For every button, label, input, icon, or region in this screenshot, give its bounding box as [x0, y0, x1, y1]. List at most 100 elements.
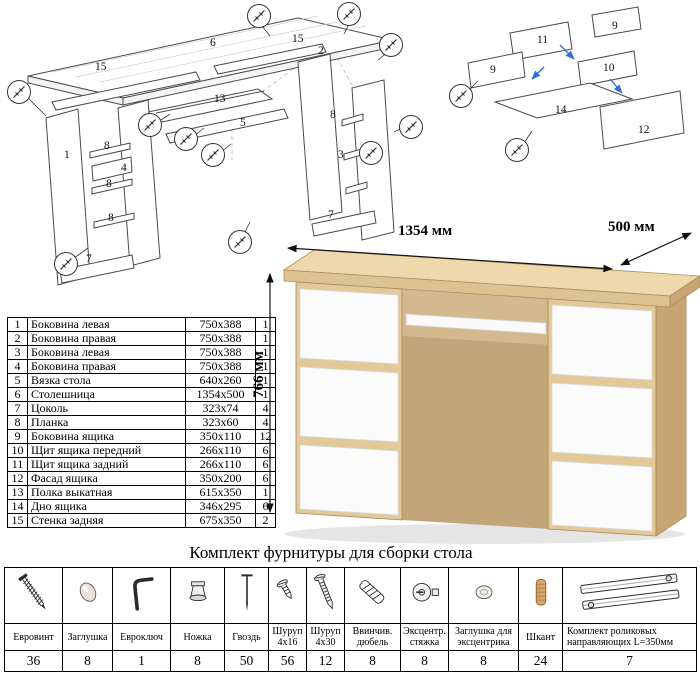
wood-dowel-icon: [525, 568, 557, 618]
hardware-name: Ножка: [170, 623, 225, 651]
parts-cell-num: 3: [7, 345, 28, 360]
desk-middle-section: [402, 289, 550, 529]
parts-cell-num: 14: [7, 499, 28, 514]
parts-cell-name: Фасад ящика: [27, 471, 186, 486]
hardware-name: Заглушка для эксцентрика: [448, 623, 519, 651]
screw-large-icon: [301, 564, 349, 622]
hardware-qty: 8: [344, 650, 401, 672]
hex-key-icon: [123, 566, 160, 619]
parts-cell-size: 350х200: [185, 471, 256, 486]
hardware-icon-cell: [4, 567, 63, 624]
parts-cell-size: 675х350: [185, 513, 256, 528]
desk-left-pedestal: [295, 281, 403, 521]
hardware-name: Гвоздь: [224, 623, 269, 651]
parts-cell-name: Боковина левая: [27, 345, 186, 360]
desk-render: 1354 мм 500 мм 766 мм: [250, 218, 700, 548]
parts-cell-name: Цоколь: [27, 401, 186, 416]
keyboard-shelf: [405, 313, 547, 335]
parts-cell-name: Планка: [27, 415, 186, 430]
hardware-icon-cell: [268, 567, 307, 624]
parts-cell-size: 1354х500: [185, 387, 256, 402]
part-number-label: 8: [108, 212, 114, 224]
parts-cell-name: Стенка задняя: [27, 513, 186, 528]
hardware-qty: 8: [400, 650, 449, 672]
part-number-label: 7: [86, 253, 92, 265]
parts-cell-num: 8: [7, 415, 28, 430]
parts-cell-size: 750х388: [185, 317, 256, 332]
part-number-label: 11: [537, 34, 549, 46]
part-number-label: 6: [210, 37, 216, 49]
cam-plug-icon: [468, 568, 500, 618]
part-number-label: 15: [95, 61, 107, 73]
hardware-name: Ввинчив. дюбель: [344, 623, 401, 651]
parts-cell-size: 266х110: [185, 443, 256, 458]
parts-cell-num: 12: [7, 471, 28, 486]
parts-cell-size: 323х74: [185, 401, 256, 416]
parts-cell-name: Боковина правая: [27, 331, 186, 346]
parts-cell-size: 350х110: [185, 429, 256, 444]
drawer-diagram-art: [448, 6, 685, 163]
parts-cell-num: 7: [7, 401, 28, 416]
desk-illustration: [266, 232, 700, 544]
hardware-icon-cell: [224, 567, 269, 624]
euro-screw-icon: [6, 563, 61, 622]
hardware-qty: 8: [62, 650, 113, 672]
hardware-name: Заглушка: [62, 623, 113, 651]
part-number-label: 8: [106, 178, 112, 190]
hardware-icon-cell: [112, 566, 171, 624]
dimension-width-label: 1354 мм: [398, 223, 453, 239]
nail-icon: [231, 568, 263, 618]
parts-cell-size: 640х260: [185, 373, 256, 388]
parts-cell-num: 9: [7, 429, 28, 444]
hardware-icon-cell: [400, 567, 449, 624]
hardware-name: Шуруп 4х30: [306, 623, 345, 651]
dimension-arrows: [266, 232, 692, 513]
left-drawer-fronts: [299, 288, 399, 516]
parts-cell-name: Полка выкатная: [27, 485, 186, 500]
parts-cell-size: 346х295: [185, 499, 256, 514]
hardware-kit-title: Комплект фурнитуры для сборки стола: [189, 543, 473, 562]
part-number-label: 8: [330, 109, 336, 121]
parts-cell-name: Боковина левая: [27, 317, 186, 332]
cam-lock-icon: [409, 568, 441, 618]
plug-icon: [72, 568, 104, 618]
parts-cell-qty: 2: [255, 513, 276, 528]
parts-cell-num: 2: [7, 331, 28, 346]
hardware-icon-cell: [562, 567, 697, 624]
parts-cell-num: 4: [7, 359, 28, 374]
hardware-icon-cell: [306, 567, 345, 624]
right-drawer-fronts: [551, 304, 653, 532]
part-number-label: 15: [292, 33, 304, 45]
parts-cell-name: Щит ящика задний: [27, 457, 186, 472]
parts-cell-size: 750х388: [185, 345, 256, 360]
assembly-direction-arrows: [531, 44, 623, 94]
desk-exploded-parts: [27, 15, 395, 286]
parts-cell-num: 13: [7, 485, 28, 500]
parts-cell-size: 266х110: [185, 457, 256, 472]
part-number-label: 12: [638, 124, 650, 136]
part-number-label: 7: [328, 209, 334, 221]
main-diagram-art: [6, 1, 424, 286]
part-number-label: 3: [338, 149, 344, 161]
parts-cell-num: 15: [7, 513, 28, 528]
parts-cell-name: Боковина правая: [27, 359, 186, 374]
hardware-name: Комплект роликовых направляющих L=350мм: [562, 623, 697, 651]
parts-cell-num: 10: [7, 443, 28, 458]
dimension-height-label: 766 мм: [250, 351, 267, 398]
parts-cell-num: 1: [7, 317, 28, 332]
